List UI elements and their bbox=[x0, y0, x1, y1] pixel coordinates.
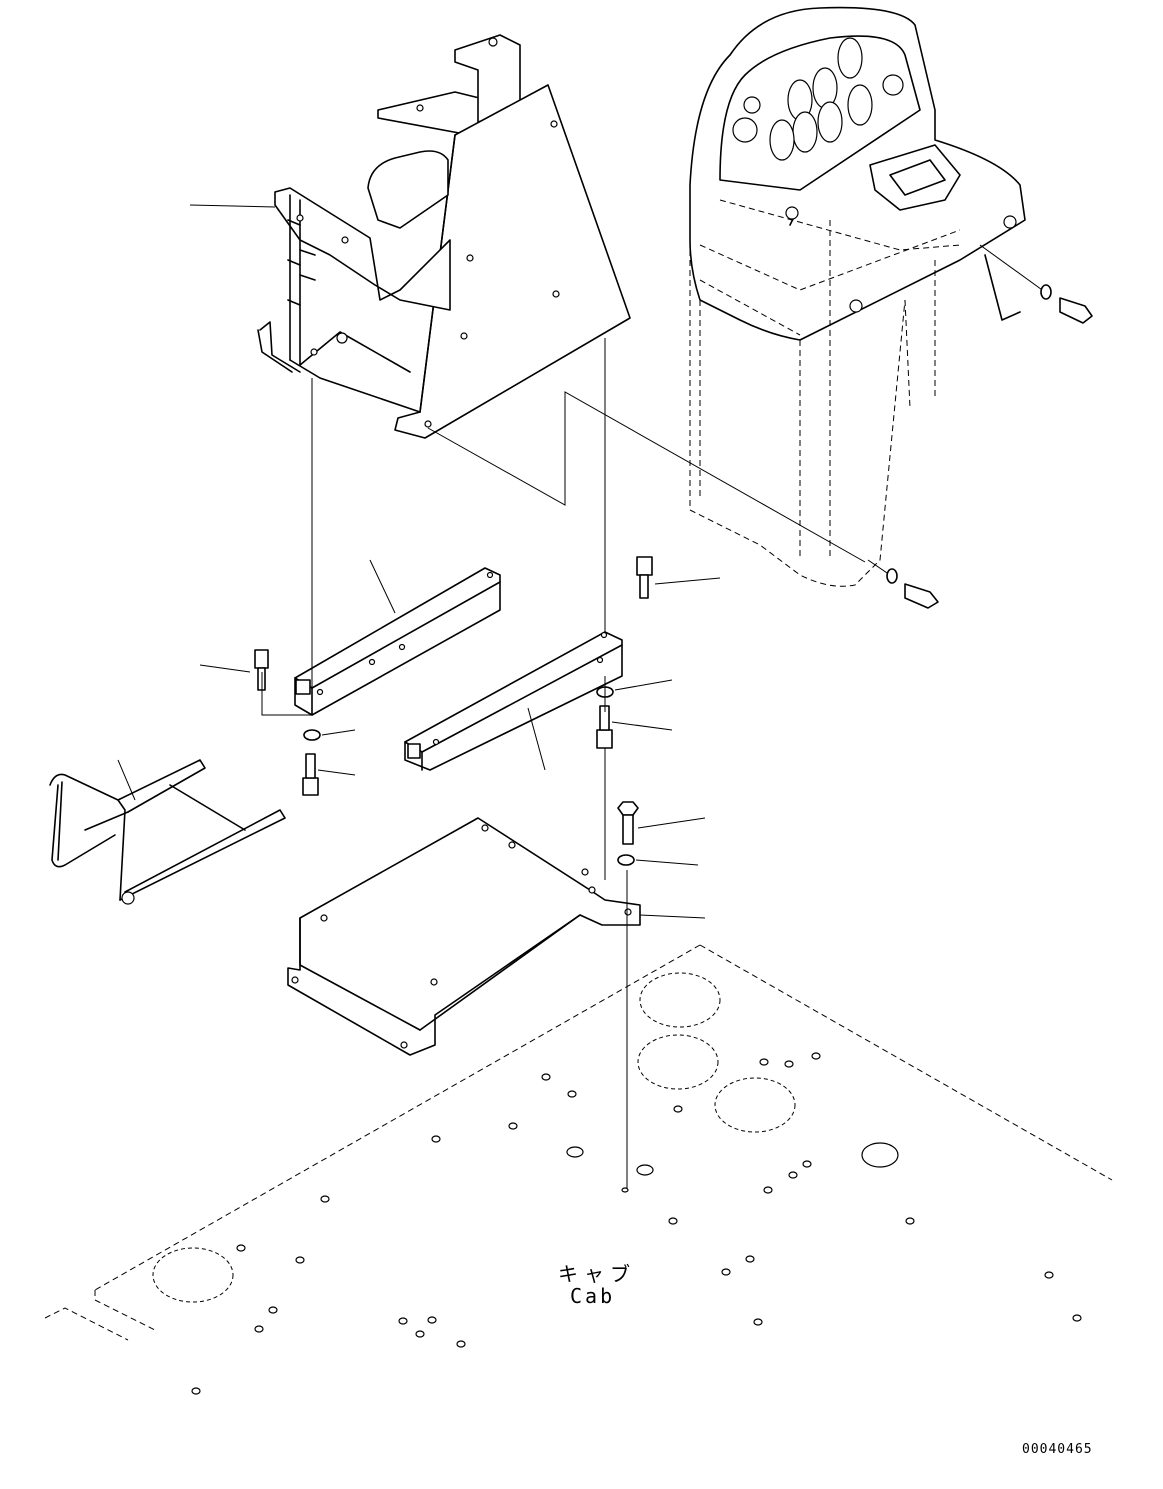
control-console bbox=[689, 6, 1093, 609]
drawing-number: 00040465 bbox=[1022, 1442, 1093, 1457]
cab-floor bbox=[44, 944, 1113, 1395]
cab-label-japanese: キャブ bbox=[558, 1262, 636, 1286]
cab-label-english: Cab bbox=[570, 1284, 616, 1308]
side-rail-1 bbox=[294, 559, 501, 716]
wire-handle bbox=[49, 759, 286, 905]
floor-plate bbox=[287, 817, 706, 1056]
side-rail-2 bbox=[404, 631, 623, 771]
upper-bracket bbox=[257, 34, 631, 439]
guide-lines bbox=[189, 204, 866, 1190]
